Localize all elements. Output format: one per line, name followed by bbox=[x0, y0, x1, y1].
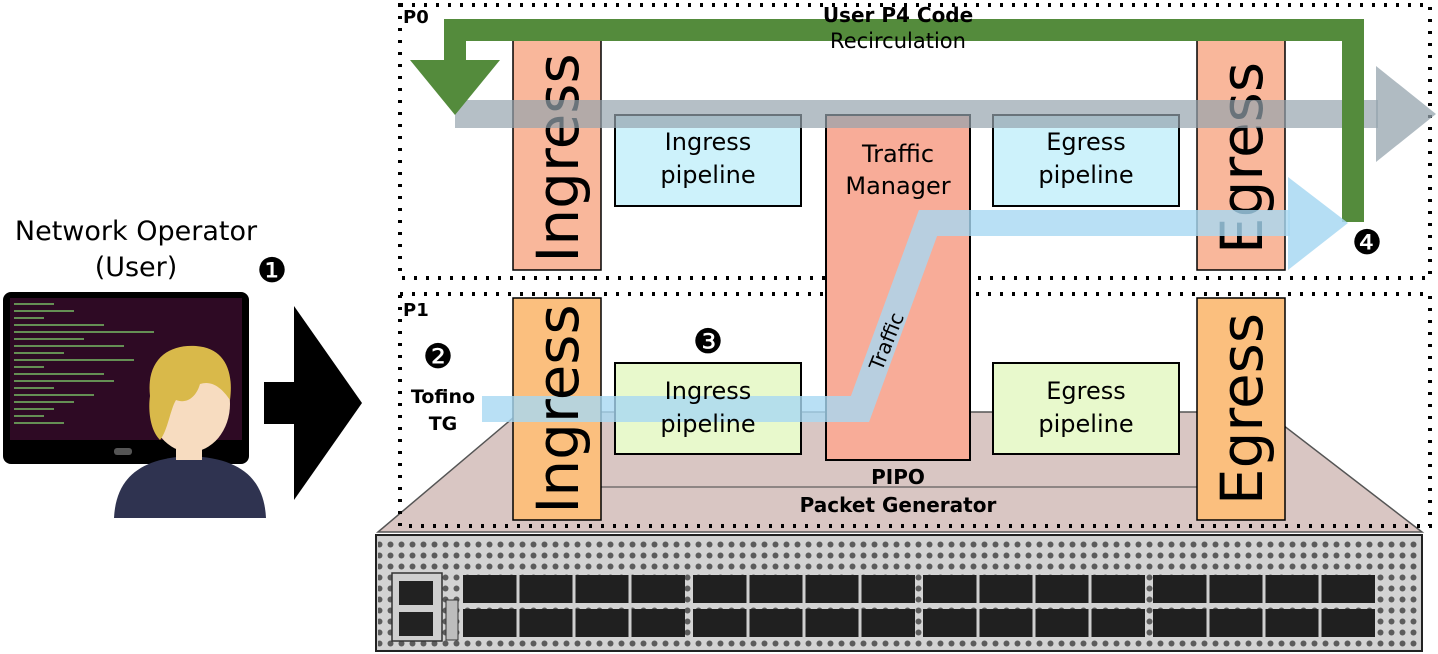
p0-ingress-pipeline-line2: pipeline bbox=[660, 161, 755, 189]
step-2-marker: ❷ bbox=[423, 337, 453, 377]
pipo-sub-label: Packet Generator bbox=[800, 493, 997, 517]
operator-title: Network Operator bbox=[15, 216, 258, 247]
tofino-tg-line2: TG bbox=[429, 413, 458, 435]
p1-ingress-pipeline-line1: Ingress bbox=[665, 377, 752, 405]
traffic-manager-line2: Manager bbox=[845, 172, 950, 200]
pipe-p0-box bbox=[398, 3, 1432, 280]
pipo-label: PIPO bbox=[871, 465, 925, 489]
operator-subtitle: (User) bbox=[95, 252, 178, 283]
pipe-p0-label: P0 bbox=[403, 7, 429, 28]
switch-hardware-icon bbox=[375, 534, 1423, 652]
user-p4-code-label: User P4 Code bbox=[823, 3, 973, 27]
pipe-p1-box bbox=[398, 292, 1432, 528]
p1-egress-pipeline-line2: pipeline bbox=[1038, 410, 1133, 438]
traffic-manager-line1: Traffic bbox=[861, 140, 934, 168]
user-avatar-icon bbox=[114, 345, 266, 518]
step-3-marker: ❸ bbox=[693, 322, 723, 362]
p0-ingress-label: Ingress bbox=[524, 53, 592, 262]
p1-egress-block bbox=[1196, 297, 1286, 521]
p0-egress-pipeline-line2: pipeline bbox=[1038, 161, 1133, 189]
step-4-marker: ❹ bbox=[1352, 223, 1382, 263]
p1-egress-pipeline bbox=[992, 362, 1180, 455]
pipe-p1-label: P1 bbox=[403, 300, 429, 321]
p0-egress-pipeline-line1: Egress bbox=[1046, 128, 1126, 156]
data-path-arrow-shaft bbox=[455, 100, 1378, 128]
p0-egress-pipeline bbox=[992, 114, 1180, 207]
p0-ingress-pipeline-line1: Ingress bbox=[665, 128, 752, 156]
p1-ingress-label: Ingress bbox=[524, 304, 592, 513]
recirculation-arrow-head bbox=[410, 60, 500, 115]
p0-ingress-pipeline bbox=[614, 114, 802, 207]
traffic-path bbox=[482, 210, 1290, 422]
data-path-arrow-head bbox=[1376, 66, 1436, 162]
p1-egress-pipeline-line1: Egress bbox=[1046, 377, 1126, 405]
step-1-marker: ❶ bbox=[257, 251, 287, 291]
tofino-tg-line1: Tofino bbox=[411, 386, 475, 408]
big-arrow-icon bbox=[264, 306, 362, 500]
recirculation-label: Recirculation bbox=[830, 29, 966, 53]
recirculation-arrow bbox=[444, 19, 1364, 222]
p1-egress-label: Egress bbox=[1208, 313, 1276, 505]
p0-ingress-block bbox=[512, 39, 602, 271]
traffic-path-arrow-head bbox=[1288, 177, 1348, 270]
p1-ingress-pipeline-line2: pipeline bbox=[660, 410, 755, 438]
